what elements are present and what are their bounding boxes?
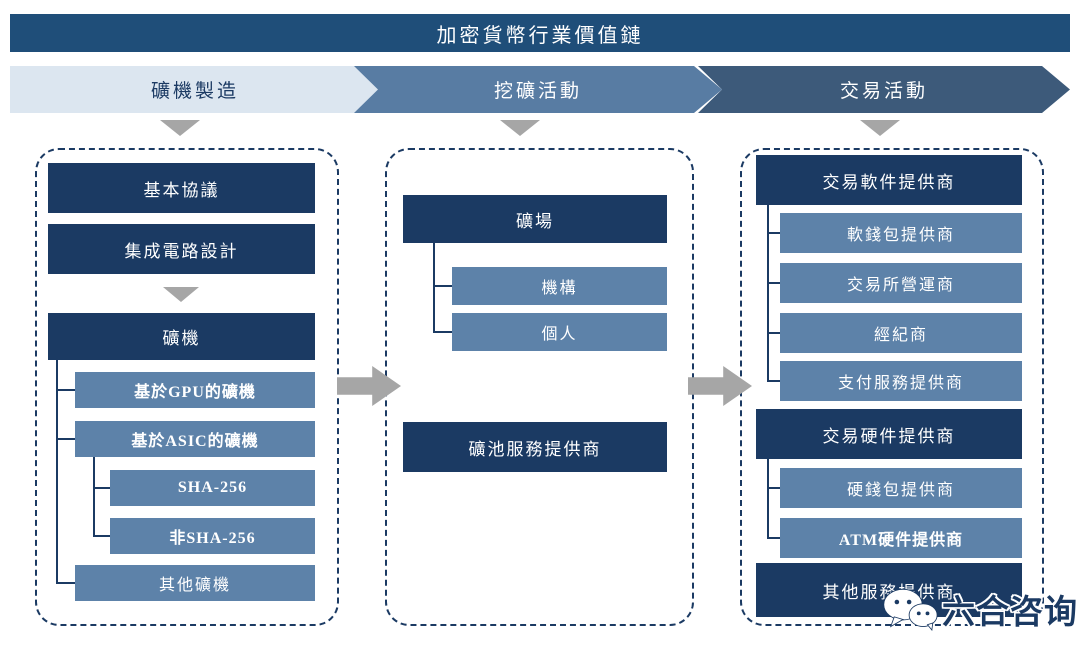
connector-line bbox=[56, 360, 58, 584]
connector-line bbox=[56, 438, 75, 440]
connector-line bbox=[767, 459, 769, 539]
connector-line bbox=[93, 487, 110, 489]
box-broker: 經紀商 bbox=[780, 313, 1022, 353]
box-individual: 個人 bbox=[452, 313, 667, 351]
connector-line bbox=[767, 332, 780, 334]
box-trading-software-provider: 交易軟件提供商 bbox=[756, 155, 1022, 205]
connector-line bbox=[767, 232, 780, 234]
box-asic-miner: 基於ASIC的礦機 bbox=[75, 421, 315, 457]
box-gpu-miner: 基於GPU的礦機 bbox=[75, 372, 315, 408]
box-basic-protocol: 基本協議 bbox=[48, 163, 315, 213]
diagram-title: 加密貨幣行業價值鏈 bbox=[10, 14, 1070, 52]
box-institution: 機構 bbox=[452, 267, 667, 305]
connector-line bbox=[93, 457, 95, 537]
box-hard-wallet: 硬錢包提供商 bbox=[780, 468, 1022, 508]
box-mining-farm: 礦場 bbox=[403, 195, 667, 243]
box-sha256: SHA-256 bbox=[110, 470, 315, 506]
down-arrow-icon bbox=[163, 287, 199, 302]
connector-line bbox=[767, 487, 780, 489]
box-other-miner: 其他礦機 bbox=[75, 565, 315, 601]
connector-line bbox=[767, 380, 780, 382]
connector-line bbox=[93, 535, 110, 537]
connector-line bbox=[56, 389, 75, 391]
box-payment-provider: 支付服務提供商 bbox=[780, 361, 1022, 401]
box-pool-provider: 礦池服務提供商 bbox=[403, 422, 667, 472]
box-exchange-operator: 交易所營運商 bbox=[780, 263, 1022, 303]
box-atm-provider: ATM硬件提供商 bbox=[780, 518, 1022, 558]
connector-line bbox=[767, 205, 769, 382]
connector-line bbox=[433, 285, 452, 287]
down-arrow-icon bbox=[160, 120, 200, 136]
box-ic-design: 集成電路設計 bbox=[48, 224, 315, 274]
watermark-text: 六合咨询 bbox=[942, 593, 1078, 630]
connector-line bbox=[433, 331, 452, 333]
box-soft-wallet: 軟錢包提供商 bbox=[780, 213, 1022, 253]
box-miner: 礦機 bbox=[48, 313, 315, 360]
wechat-icon bbox=[883, 588, 938, 631]
box-trading-hardware-provider: 交易硬件提供商 bbox=[756, 409, 1022, 459]
connector-line bbox=[56, 582, 75, 584]
connector-line bbox=[767, 282, 780, 284]
down-arrow-icon bbox=[860, 120, 900, 136]
stage-chevron-trading: 交易活動 bbox=[698, 66, 1070, 113]
stage-chevron-manufacturing: 礦機製造 bbox=[10, 66, 400, 113]
connector-line bbox=[433, 243, 435, 333]
watermark: 六合咨询 bbox=[882, 585, 1078, 633]
box-non-sha256: 非SHA-256 bbox=[110, 518, 315, 554]
down-arrow-icon bbox=[500, 120, 540, 136]
connector-line bbox=[767, 537, 780, 539]
stage-chevron-mining: 挖礦活動 bbox=[354, 66, 722, 113]
